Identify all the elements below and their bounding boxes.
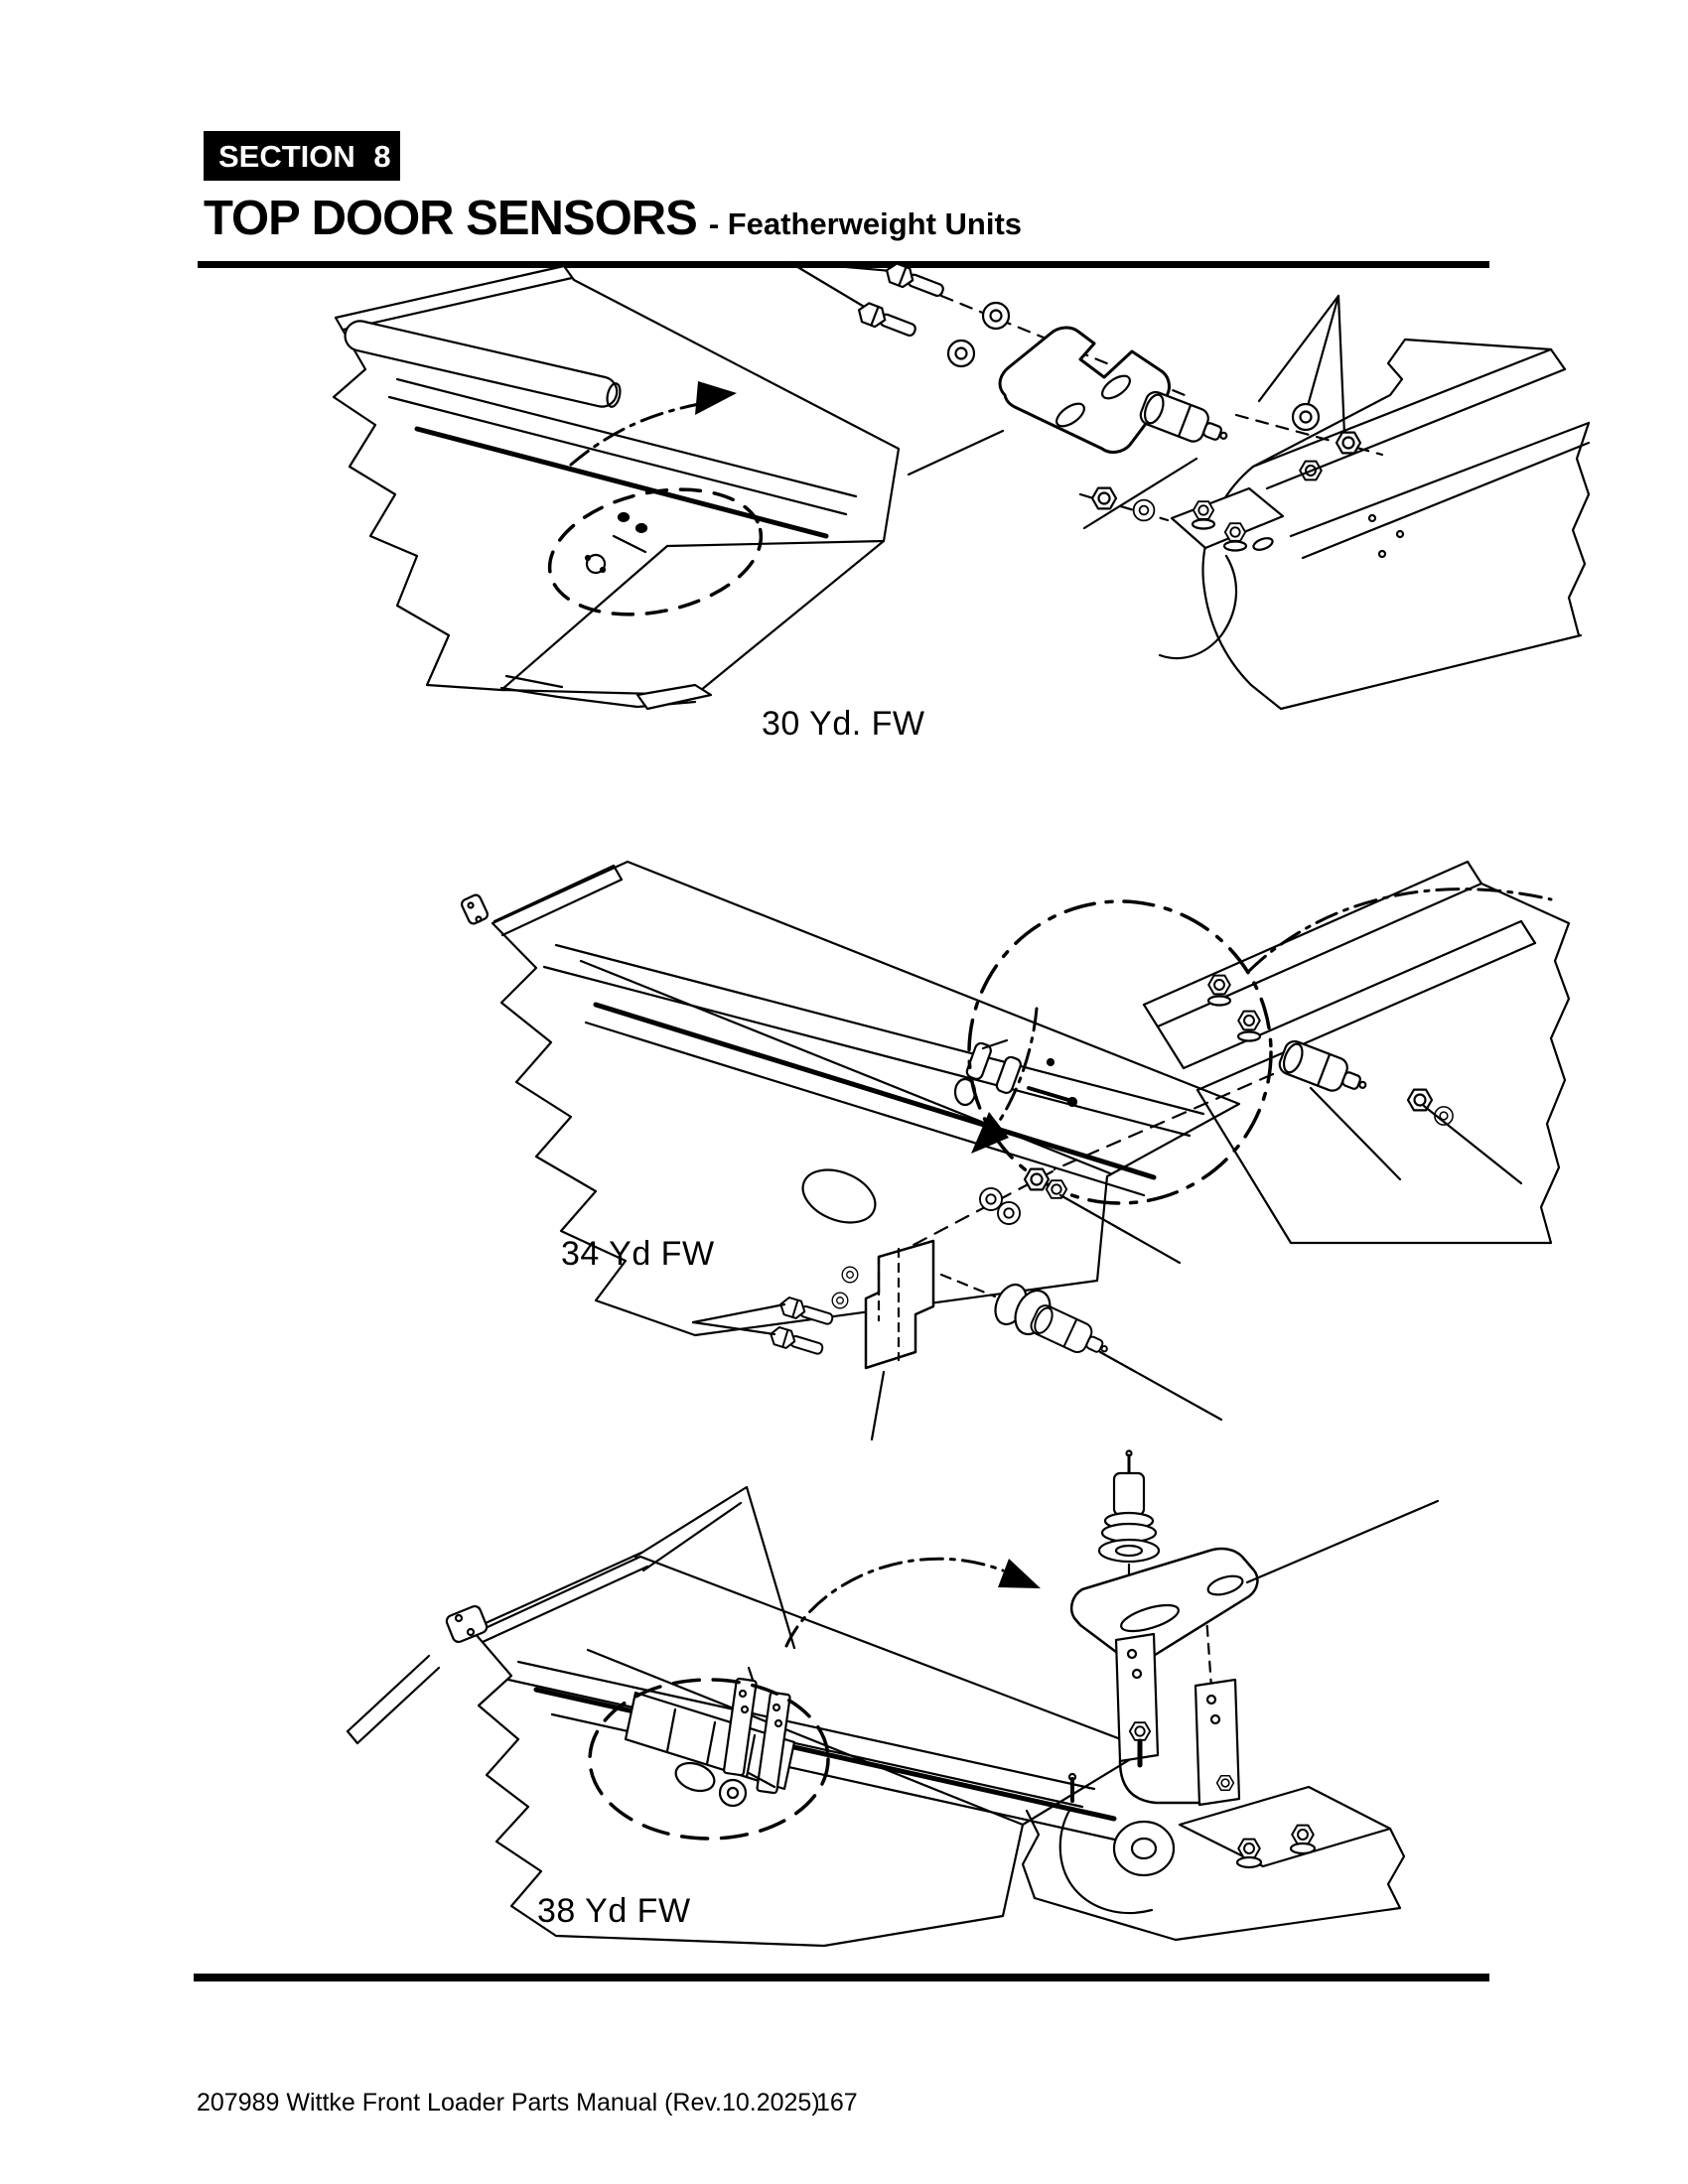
exploded-hardware [1021, 1449, 1440, 1942]
figure-label-30yd: 30 Yd. FW [762, 705, 925, 743]
footer-rule [194, 1974, 1489, 1981]
page-title: TOP DOOR SENSORS [204, 192, 698, 245]
top-door-sensor [1136, 388, 1234, 454]
top-door-sensor [1027, 1301, 1115, 1365]
figure-34yd-fw-diagram [460, 860, 1571, 1441]
sensor-bracket-plate [998, 326, 1171, 454]
sensor-bracket-plate [864, 1239, 935, 1370]
figure-30yd-fw-diagram [332, 259, 1591, 711]
page-header: TOP DOOR SENSORS - Featherweight Units [204, 191, 1022, 246]
direction-arrow [971, 1007, 1039, 1154]
page-number: 167 [816, 2089, 858, 2116]
machine-body-left [460, 860, 1241, 1337]
sensor-highlight-ellipse [547, 487, 764, 616]
figure-label-38yd: 38 Yd FW [537, 1892, 691, 1930]
exploded-hardware [787, 259, 1384, 530]
sensor-highlight-ellipse [588, 1678, 830, 1841]
machine-body-left [332, 264, 901, 711]
manual-title: 207989 Wittke Front Loader Parts Manual … [197, 2089, 820, 2116]
leader-curve [1247, 887, 1553, 973]
direction-arrow [784, 1557, 1041, 1648]
machine-body-right [1078, 338, 1591, 711]
direction-arrow [569, 381, 737, 467]
figure-38yd-fw-diagram [346, 1449, 1440, 1948]
page-subtitle: - Featherweight Units [708, 206, 1023, 241]
footer: 207989 Wittke Front Loader Parts Manual … [0, 2089, 1688, 2128]
sensor-highlight-circle [967, 899, 1273, 1205]
figure-label-34yd: 34 Yd FW [561, 1235, 715, 1273]
machine-body-right [1142, 860, 1571, 1245]
header-rule [198, 261, 1489, 268]
exploded-hardware [691, 1072, 1275, 1441]
section-badge: SECTION 8 [204, 131, 400, 181]
top-door-sensor [1275, 1037, 1373, 1103]
machine-body-left [346, 1485, 1149, 1948]
